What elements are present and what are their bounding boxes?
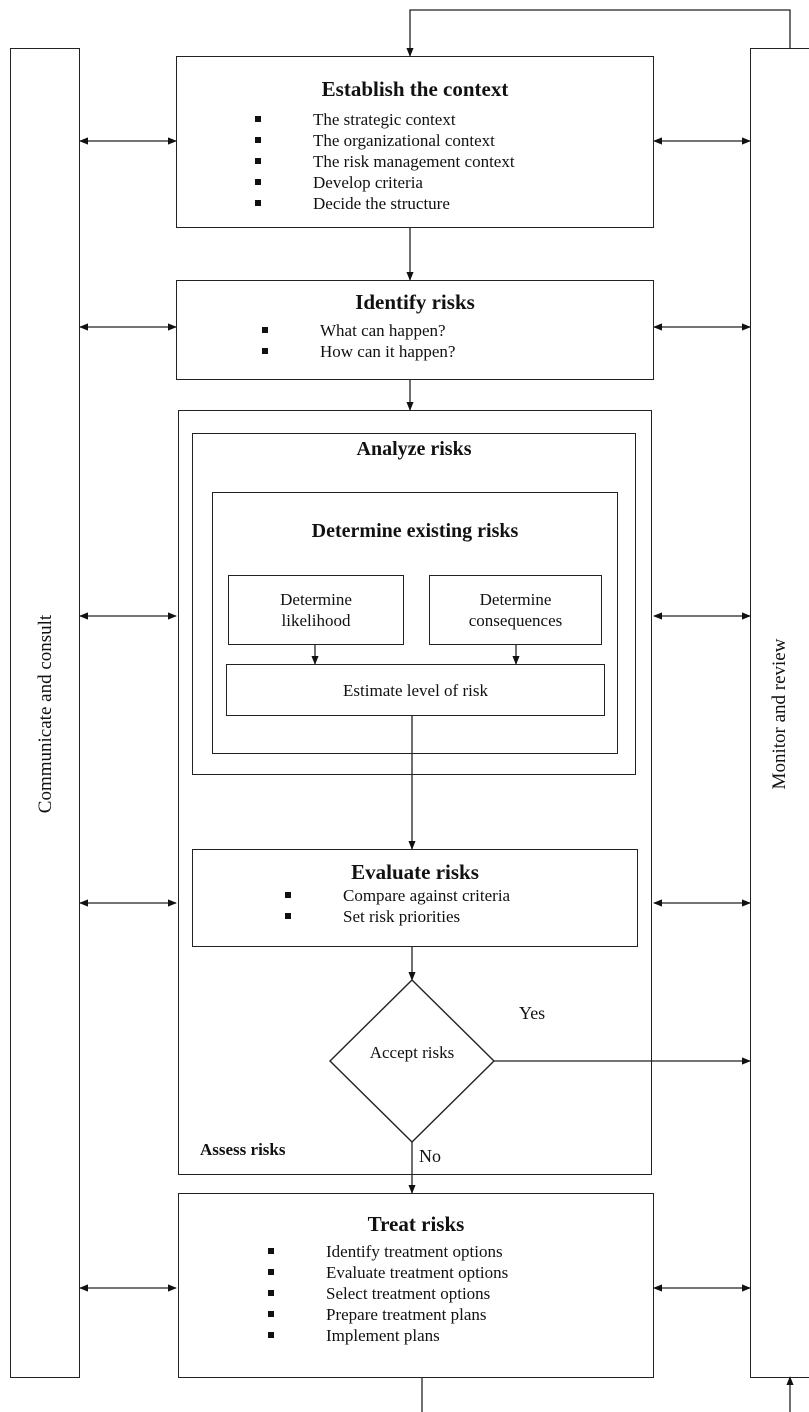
monitor-review-panel	[750, 48, 809, 1378]
consequences-label: Determine consequences	[468, 590, 563, 630]
list-item: Prepare treatment plans	[268, 1304, 508, 1325]
decision-yes-label: Yes	[519, 1003, 546, 1023]
communicate-consult-panel	[10, 48, 80, 1378]
list-item: The organizational context	[255, 130, 515, 151]
likelihood-label: Determine likelihood	[280, 590, 352, 630]
likelihood-box	[228, 575, 404, 645]
estimate-level-box	[226, 664, 605, 716]
list-item: The strategic context	[255, 109, 515, 130]
list-item: Select treatment options	[268, 1283, 508, 1304]
decision-label: Accept risks	[369, 1043, 455, 1062]
analyze-risks-title: Analyze risks	[356, 438, 472, 460]
existing-risks-title: Determine existing risks	[311, 520, 519, 542]
treat-risks-title: Treat risks	[367, 1212, 465, 1236]
evaluate-risks-list: Compare against criteria Set risk priori…	[285, 885, 510, 927]
list-item: Decide the structure	[255, 193, 515, 214]
decision-diamond	[329, 979, 495, 1143]
list-item: What can happen?	[262, 320, 455, 341]
monitor-review-label: Monitor and review	[769, 638, 790, 790]
analyze-risks-box	[192, 433, 636, 775]
feedback-loop-line	[406, 9, 791, 57]
assess-risks-box	[178, 410, 652, 1175]
assess-risks-label: Assess risks	[200, 1140, 286, 1159]
list-item: Identify treatment options	[268, 1241, 508, 1262]
communicate-consult-label: Communicate and consult	[35, 614, 56, 814]
list-item: How can it happen?	[262, 341, 455, 362]
list-item: Set risk priorities	[285, 906, 510, 927]
evaluate-risks-box	[192, 849, 638, 947]
identify-risks-list: What can happen? How can it happen?	[262, 320, 455, 362]
consequences-box	[429, 575, 602, 645]
list-item: Evaluate treatment options	[268, 1262, 508, 1283]
existing-risks-box	[212, 492, 618, 754]
identify-risks-title: Identify risks	[355, 290, 475, 314]
establish-context-title: Establish the context	[321, 77, 509, 101]
list-item: The risk management context	[255, 151, 515, 172]
treat-risks-list: Identify treatment options Evaluate trea…	[268, 1241, 508, 1346]
identify-risks-box	[176, 280, 654, 380]
list-item: Develop criteria	[255, 172, 515, 193]
list-item: Compare against criteria	[285, 885, 510, 906]
treat-risks-box	[178, 1193, 654, 1378]
estimate-level-label: Estimate level of risk	[343, 681, 488, 700]
establish-context-box	[176, 56, 654, 228]
decision-no-label: No	[419, 1146, 441, 1166]
evaluate-risks-title: Evaluate risks	[351, 860, 479, 884]
list-item: Implement plans	[268, 1325, 508, 1346]
establish-context-list: The strategic context The organizational…	[255, 109, 515, 214]
